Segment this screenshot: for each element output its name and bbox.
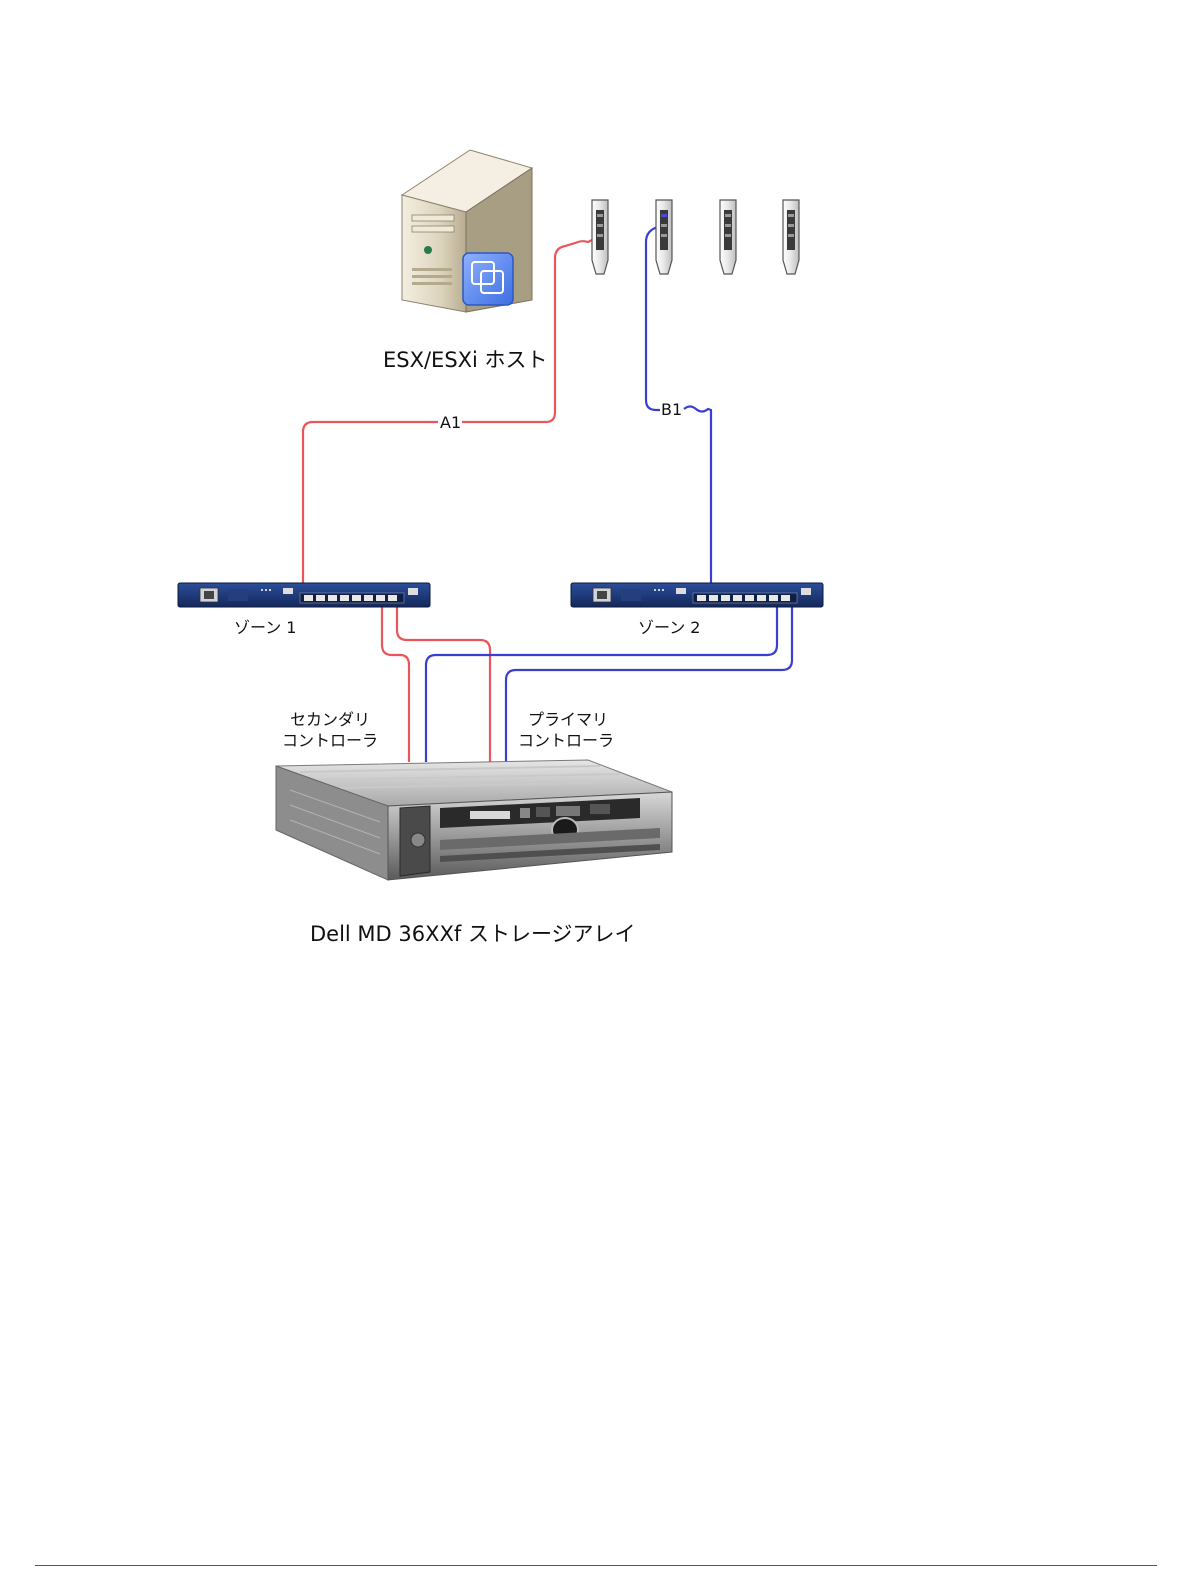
hba-card-icon [656, 200, 672, 274]
hba-card-icon [783, 200, 799, 274]
fc-switch-icon [571, 583, 823, 607]
storage-array-icon [276, 760, 672, 880]
switch-1-label: ゾーン 1 [234, 618, 296, 637]
secondary-controller-label-line1: セカンダリ [290, 710, 370, 729]
cable-switch1-to-secondary-red [382, 605, 490, 762]
primary-controller-label-line1: プライマリ [528, 710, 608, 729]
fc-switch-icon [178, 583, 430, 607]
cable-b1-label: B1 [661, 400, 682, 419]
cable-a1-label: A1 [440, 413, 461, 432]
page-bottom-rule [35, 1565, 1157, 1566]
host-label: ESX/ESXi ホスト [383, 348, 548, 372]
primary-controller-label-line2: コントローラ [518, 731, 614, 750]
secondary-controller-label-line2: コントローラ [282, 731, 378, 750]
storage-label: Dell MD 36XXf ストレージアレイ [310, 922, 636, 946]
hba-card-icon [592, 200, 608, 274]
server-tower-icon [402, 150, 532, 312]
vmware-badge-icon [463, 253, 513, 305]
hba-card-icon [720, 200, 736, 274]
switch-2-label: ゾーン 2 [638, 618, 700, 637]
